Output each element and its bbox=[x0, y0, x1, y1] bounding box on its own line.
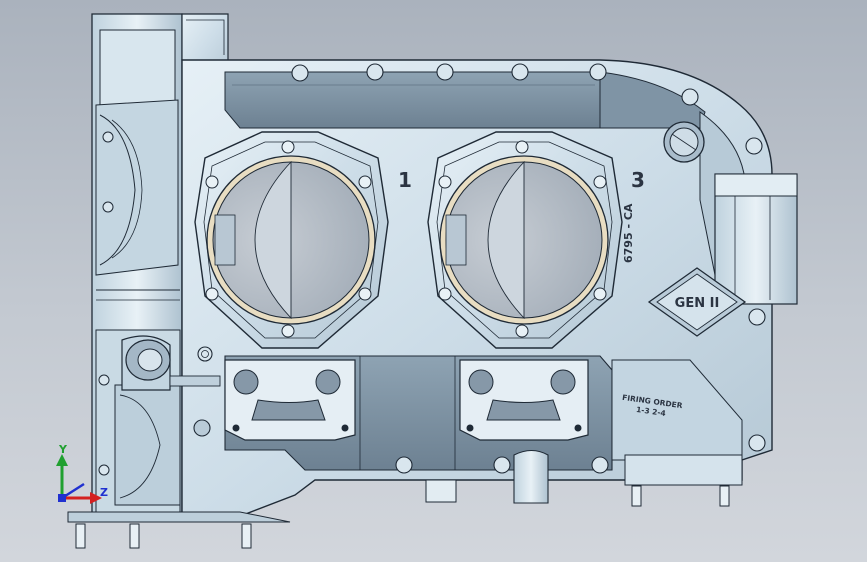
perimeter-bolts bbox=[98, 63, 766, 476]
oil-boss-left bbox=[121, 335, 221, 391]
gen-badge: GEN II bbox=[647, 267, 747, 337]
triad-origin bbox=[58, 494, 66, 502]
firing-order-sequence: 1-3 2-4 bbox=[636, 405, 667, 418]
cylinder-label-3: 3 bbox=[631, 168, 645, 192]
y-axis-arrowhead bbox=[56, 454, 68, 466]
orientation-triad[interactable]: Y Z bbox=[56, 443, 108, 504]
dowel-pins bbox=[67, 485, 730, 549]
z-axis-label: Z bbox=[100, 486, 108, 499]
cylinder-label-1: 1 bbox=[398, 168, 412, 192]
bearing-plate-left bbox=[224, 359, 356, 441]
left-flange bbox=[91, 13, 183, 521]
right-boss bbox=[714, 173, 798, 305]
gen-badge-text: GEN II bbox=[675, 296, 720, 311]
cylinder-bore-3 bbox=[427, 131, 623, 349]
filler-boss bbox=[663, 121, 705, 163]
bearing-plate-right bbox=[459, 359, 589, 441]
sump-outlet bbox=[425, 449, 549, 504]
part-number-engraving: 6795 - CA bbox=[622, 203, 635, 263]
y-axis-label: Y bbox=[58, 443, 68, 456]
x-axis-arrowhead bbox=[90, 492, 102, 504]
cylinder-bore-1 bbox=[194, 131, 389, 349]
